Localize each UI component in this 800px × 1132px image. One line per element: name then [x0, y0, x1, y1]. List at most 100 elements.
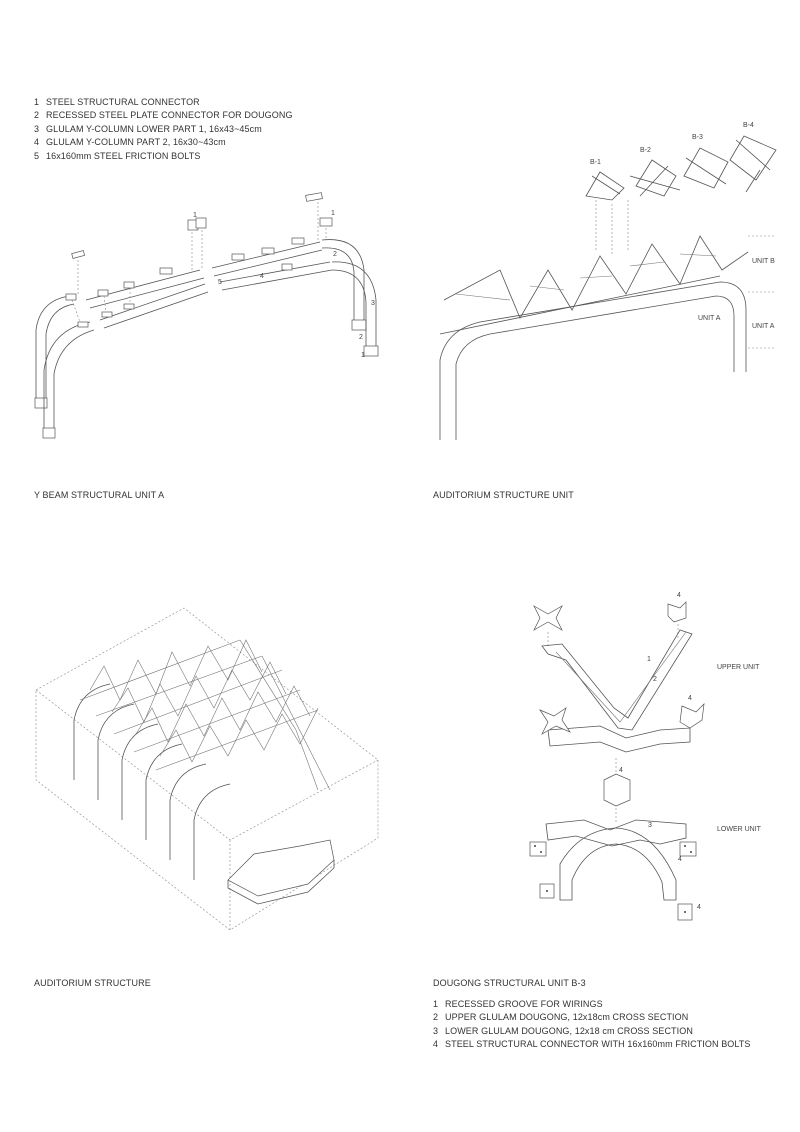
callout-4: 4	[688, 695, 692, 702]
callout-1: 1	[331, 210, 335, 217]
lower-dougong-arms	[545, 819, 687, 847]
connector-block	[159, 267, 173, 275]
label-b1: B-1	[590, 159, 601, 166]
caption-dougong-unit: DOUGONG STRUCTURAL UNIT B-3	[433, 978, 586, 988]
bolt	[690, 851, 692, 853]
connector-block	[65, 293, 77, 301]
steel-connector-mid-right	[679, 703, 705, 729]
callout-1: 1	[647, 656, 651, 663]
arch-row	[193, 783, 231, 880]
right-arch-foot	[351, 319, 367, 331]
left-arch2-foot	[42, 427, 56, 439]
callout-4: 4	[677, 592, 681, 599]
unit-b-truss	[443, 235, 749, 319]
steel-connector-center	[603, 773, 631, 807]
label-upper-unit: UPPER UNIT	[717, 664, 760, 671]
assembly-lines	[71, 260, 131, 323]
left-beam-part2	[99, 283, 209, 329]
wiring-groove	[555, 631, 687, 723]
label-lower-unit: LOWER UNIT	[717, 826, 761, 833]
side-columns	[239, 639, 331, 791]
label-b3: B-3	[692, 134, 703, 141]
arch-row	[169, 763, 207, 860]
label-unit-a: UNIT A	[752, 323, 775, 330]
caption-auditorium-unit: AUDITORIUM STRUCTURE UNIT	[433, 490, 574, 500]
connector-block	[291, 237, 305, 245]
truss-zigzag	[89, 639, 263, 701]
label-unit-b: UNIT B	[752, 258, 775, 265]
volume-edges	[35, 689, 379, 930]
bolt	[684, 911, 686, 913]
callout-1: 1	[193, 212, 197, 219]
right-arch-inner	[321, 247, 355, 330]
connector-block	[71, 250, 86, 259]
callout-5: 5	[218, 279, 222, 286]
arch-row	[145, 743, 183, 840]
unit-a-arch-outer	[439, 281, 747, 440]
arch-row	[73, 683, 111, 780]
bolt	[534, 845, 536, 847]
dougong-b1	[585, 171, 625, 201]
left-beam-part	[85, 269, 205, 309]
label-b2: B-2	[640, 147, 651, 154]
callout-4: 4	[697, 904, 701, 911]
bolt	[546, 890, 548, 892]
assembly-lines	[547, 624, 679, 646]
left-arch-foot	[34, 397, 48, 409]
bolt	[540, 851, 542, 853]
caption-y-beam: Y BEAM STRUCTURAL UNIT A	[34, 490, 165, 500]
callout-4: 4	[260, 273, 264, 280]
volume-outline	[35, 607, 379, 931]
truss-zigzag	[111, 661, 287, 723]
connector-block	[77, 321, 89, 328]
connector-block	[101, 311, 113, 318]
callout-4: 4	[678, 856, 682, 863]
right-arch2-outer	[331, 261, 377, 352]
truss-zigzag	[159, 707, 319, 763]
dougong-b3	[683, 147, 729, 189]
unit-divider-lines	[748, 235, 776, 349]
connector-plate	[529, 841, 547, 857]
bolt	[684, 845, 686, 847]
right-beam-part2	[219, 261, 333, 291]
steel-connector-top-right	[667, 601, 687, 623]
right-arch-outer	[321, 239, 365, 330]
label-b4: B-4	[743, 122, 754, 129]
truss-zigzag	[135, 685, 311, 743]
steel-connector-1b	[195, 217, 207, 229]
truss-chords	[79, 639, 319, 771]
unit-a-arch-inner	[455, 295, 735, 440]
stage-platform-side	[227, 860, 335, 905]
connector-block	[123, 303, 135, 310]
callout-4: 4	[619, 767, 623, 774]
steel-connector-top-left	[533, 605, 563, 631]
left-arch-outer	[35, 295, 71, 400]
callout-3: 3	[371, 300, 375, 307]
dougong-b2	[629, 159, 681, 197]
left-arch2-outer	[43, 321, 91, 430]
upper-dougong-v	[541, 629, 693, 731]
unit-b-bracing	[455, 253, 717, 301]
assembly-lines	[595, 200, 629, 254]
dougong-unit-diagram	[529, 601, 705, 921]
connector-block	[261, 247, 275, 255]
connector-plate	[679, 841, 697, 857]
steel-connector-mid-left	[539, 707, 571, 735]
callout-2: 2	[359, 334, 363, 341]
callout-1: 1	[361, 352, 365, 359]
dougong-b4	[729, 135, 777, 193]
right-beam-part	[211, 241, 323, 277]
steel-connector-top	[305, 192, 323, 202]
callout-2: 2	[333, 251, 337, 258]
right-arch2-foot	[363, 345, 379, 357]
